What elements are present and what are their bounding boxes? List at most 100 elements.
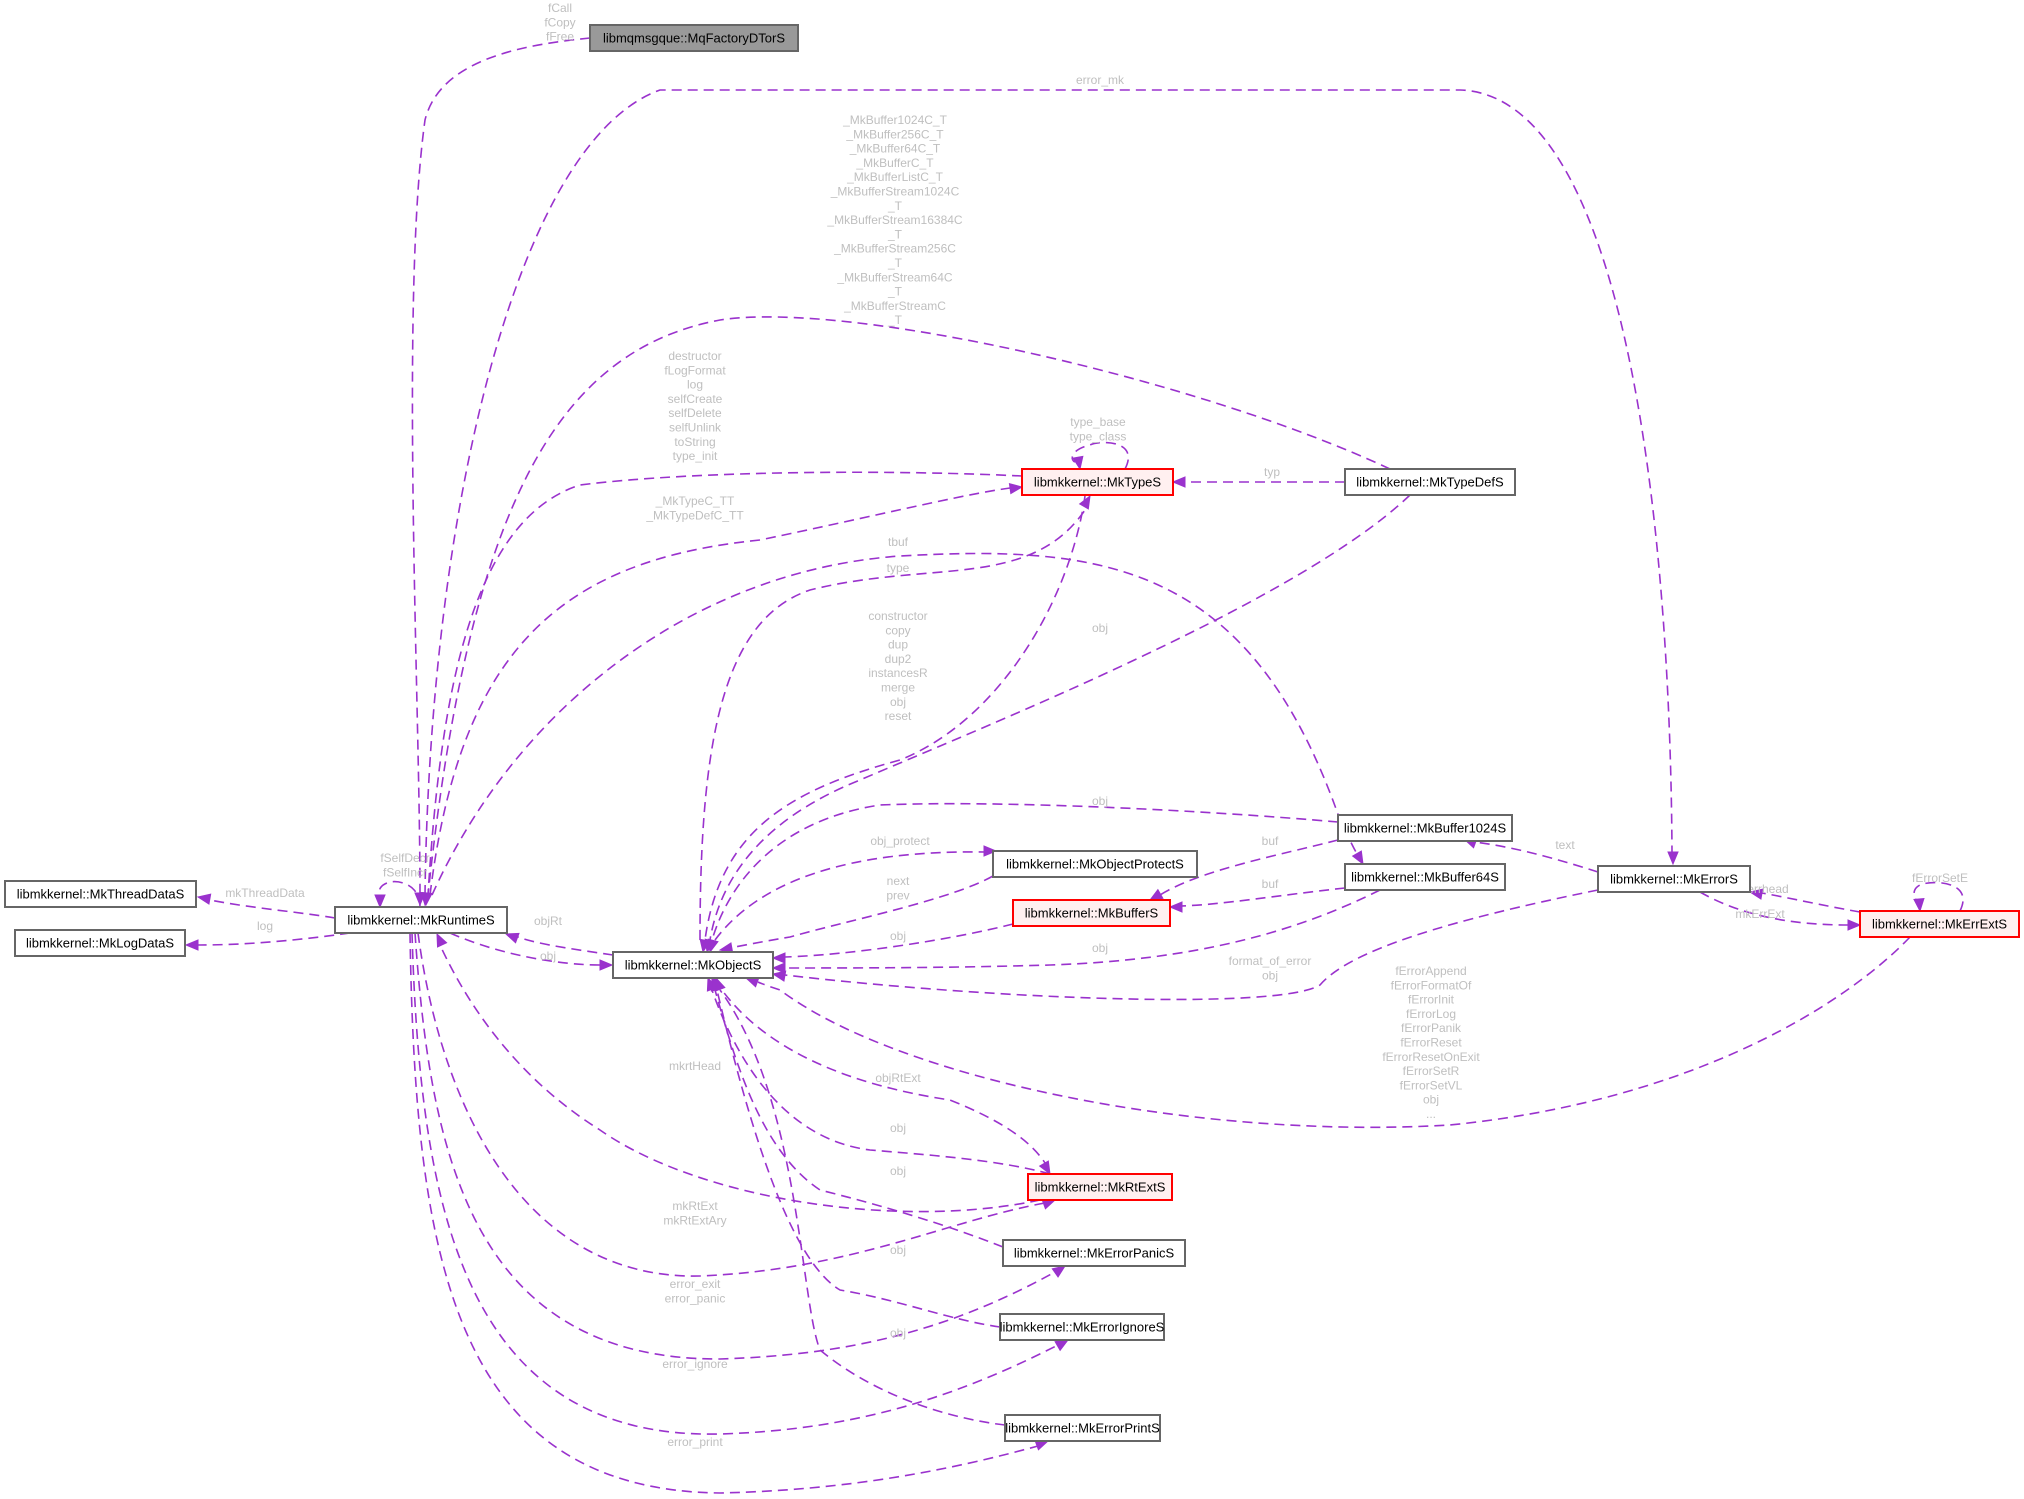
edge-label: objRt xyxy=(534,914,563,928)
node-box[interactable] xyxy=(14,929,186,957)
edge-label-line: _T xyxy=(887,313,903,327)
node-MkErrorS[interactable]: libmkkernel::MkErrorS xyxy=(1597,865,1751,893)
edge-line xyxy=(417,932,1046,1277)
node-MkLogDataS[interactable]: libmkkernel::MkLogDataS xyxy=(14,929,186,957)
edge-MkErrorIgnoreS-to-MkObjectS xyxy=(711,976,1001,1328)
node-MkTypeDefS[interactable]: libmkkernel::MkTypeDefS xyxy=(1344,468,1516,496)
node-MkThreadDataS[interactable]: libmkkernel::MkThreadDataS xyxy=(4,880,197,908)
node-box[interactable] xyxy=(1004,1414,1161,1442)
node-MkBuffer64S[interactable]: libmkkernel::MkBuffer64S xyxy=(1344,863,1506,891)
edge-label: mkErrExt xyxy=(1735,907,1785,921)
edge-label-line: obj xyxy=(890,1121,906,1135)
edge-label: _MkTypeC_TT_MkTypeDefC_TT xyxy=(645,494,744,522)
edge-line xyxy=(1159,839,1339,896)
node-label: libmkkernel::MkBuffer1024S xyxy=(1344,821,1507,836)
edge-line xyxy=(1913,881,1964,912)
node-MkErrExtS[interactable]: libmkkernel::MkErrExtS xyxy=(1859,910,2020,938)
edge-label-line: error_panic xyxy=(665,1291,726,1305)
node-label: libmkkernel::MkRuntimeS xyxy=(347,913,495,928)
arrowhead-icon xyxy=(374,894,386,909)
node-box[interactable] xyxy=(1021,468,1174,496)
node-MkTypeS[interactable]: libmkkernel::MkTypeS xyxy=(1021,468,1174,496)
arrowhead-icon xyxy=(1913,898,1925,913)
edge-line xyxy=(714,851,986,941)
node-box[interactable] xyxy=(1012,899,1171,927)
edge-label: obj xyxy=(890,1164,906,1178)
edge-MkRuntimeS-to-MkErrorPrintS xyxy=(409,932,1050,1494)
edge-line xyxy=(711,989,1051,1175)
edge-label-line: fSelfDecr xyxy=(380,851,429,865)
edge-MkRuntimeS-to-MkObjectS xyxy=(449,932,614,971)
edge-label-line: prev xyxy=(886,888,909,902)
edge-MkRuntimeS-to-MkErrorS xyxy=(424,89,1679,896)
node-MkObjectProtectS[interactable]: libmkkernel::MkObjectProtectS xyxy=(992,850,1198,878)
node-box[interactable] xyxy=(612,951,774,979)
node-box[interactable] xyxy=(589,24,799,52)
arrowhead-icon xyxy=(714,976,726,992)
edge-MkBuffer64S-to-MkBufferS xyxy=(1168,887,1346,913)
edge-line xyxy=(784,923,1014,958)
edge-label: obj xyxy=(1092,941,1108,955)
node-MkErrorPanicS[interactable]: libmkkernel::MkErrorPanicS xyxy=(1002,1239,1186,1267)
edge-label-line: obj xyxy=(1092,941,1108,955)
node-box[interactable] xyxy=(334,906,508,934)
arrowhead-icon xyxy=(599,959,614,971)
edge-label-line: mkRtExt xyxy=(672,1199,718,1213)
edge-label-line: obj xyxy=(890,1243,906,1257)
node-MkErrorPrintS[interactable]: libmkkernel::MkErrorPrintS xyxy=(1004,1414,1161,1442)
edge-MkObjectS-to-MkRuntimeS xyxy=(504,932,614,956)
node-box[interactable] xyxy=(1337,814,1513,842)
node-box[interactable] xyxy=(4,880,197,908)
node-box[interactable] xyxy=(1002,1239,1186,1267)
node-box[interactable] xyxy=(1344,863,1506,891)
edge-label-line: mkRtExtAry xyxy=(663,1213,726,1227)
node-MkErrorIgnoreS[interactable]: libmkkernel::MkErrorIgnoreS xyxy=(999,1313,1165,1341)
node-MkBuffer1024S[interactable]: libmkkernel::MkBuffer1024S xyxy=(1337,814,1513,842)
edge-label-line: _MkTypeC_TT xyxy=(655,494,735,508)
node-MkBufferS[interactable]: libmkkernel::MkBufferS xyxy=(1012,899,1171,927)
edge-label: error_ignore xyxy=(662,1357,728,1371)
edge-label: error_print xyxy=(667,1435,723,1449)
edge-label-line: type_base xyxy=(1070,415,1126,429)
edge-label-line: obj xyxy=(890,695,906,709)
arrowhead-icon xyxy=(1748,888,1764,900)
edge-line xyxy=(409,932,1039,1494)
edge-label-line: selfUnlink xyxy=(669,421,722,435)
edge-label: mkThreadData xyxy=(225,886,305,900)
arrowhead-icon xyxy=(771,962,786,974)
edge-line xyxy=(427,471,1023,896)
edge-label-line: constructor xyxy=(868,609,927,623)
edge-label-line: log xyxy=(687,378,703,392)
edge-label-line: _T xyxy=(887,199,903,213)
node-box[interactable] xyxy=(1859,910,2020,938)
edge-label-line: fLogFormat xyxy=(664,363,726,377)
node-box[interactable] xyxy=(992,850,1198,878)
node-MkRuntimeS[interactable]: libmkkernel::MkRuntimeS xyxy=(334,906,508,934)
edge-label-line: destructor xyxy=(668,349,721,363)
node-label: libmkkernel::MkObjectS xyxy=(625,958,762,973)
node-box[interactable] xyxy=(999,1313,1165,1341)
edge-line xyxy=(699,509,1086,941)
node-box[interactable] xyxy=(1027,1173,1173,1201)
edge-label-line: type_class xyxy=(1070,429,1127,443)
arrowhead-icon xyxy=(1168,901,1183,913)
edge-label-line: mkErrExt xyxy=(1735,907,1785,921)
edge-line xyxy=(704,495,1086,941)
node-box[interactable] xyxy=(1597,865,1751,893)
node-MkRtExtS[interactable]: libmkkernel::MkRtExtS xyxy=(1027,1173,1173,1201)
edge-label-line: error_exit xyxy=(670,1277,721,1291)
node-label: libmqmsgque::MqFactoryDTorS xyxy=(603,31,785,46)
edge-label-line: fErrorSetVL xyxy=(1400,1078,1463,1092)
node-MqFactoryDTorS[interactable]: libmqmsgque::MqFactoryDTorS xyxy=(589,24,799,52)
node-box[interactable] xyxy=(1344,468,1516,496)
edge-label-line: fSelfIncr xyxy=(383,865,427,879)
node-MkObjectS[interactable]: libmkkernel::MkObjectS xyxy=(612,951,774,979)
edge-MkBuffer1024S-to-MkObjectS xyxy=(707,802,1339,954)
arrowhead-icon xyxy=(196,893,212,905)
edge-label: text xyxy=(1555,838,1575,852)
edge-MkRuntimeS-to-MkThreadDataS xyxy=(196,893,336,919)
edge-line xyxy=(378,880,421,908)
